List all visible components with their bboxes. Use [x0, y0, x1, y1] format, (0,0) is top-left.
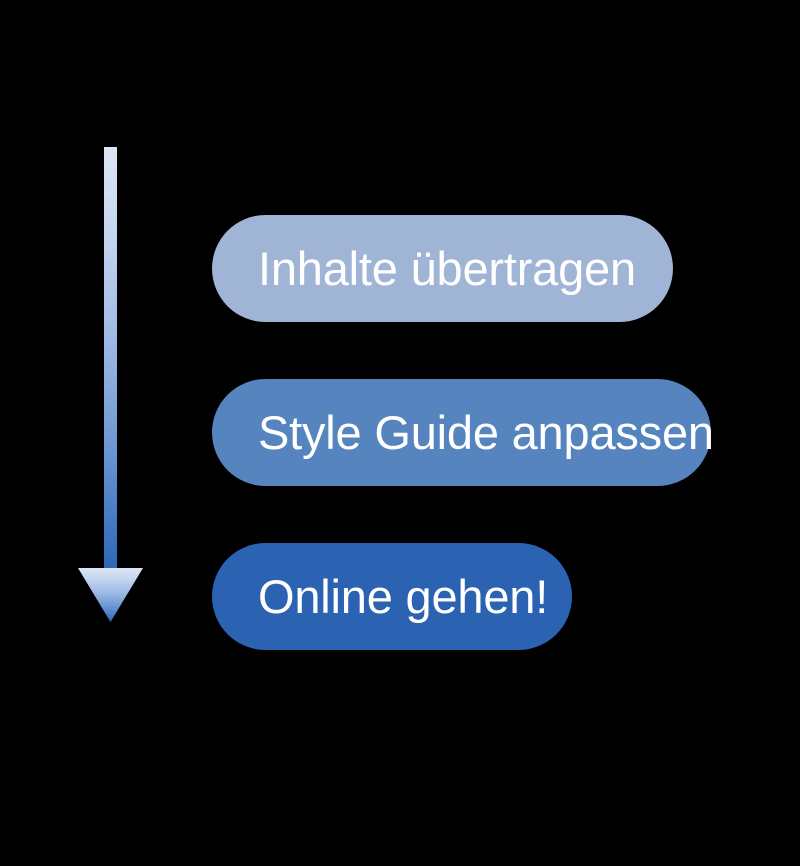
step-pill-label: Online gehen!	[258, 570, 549, 623]
step-pill-style-guide-anpassen[interactable]: Style Guide anpassen	[212, 379, 714, 486]
downward-arrow-icon	[78, 147, 143, 622]
step-pill-label: Inhalte übertragen	[258, 242, 636, 295]
step-pill-label: Style Guide anpassen	[258, 406, 714, 459]
step-pill-online-gehen[interactable]: Online gehen!	[212, 543, 572, 650]
step-pill-inhalte-uebertragen[interactable]: Inhalte übertragen	[212, 215, 673, 322]
